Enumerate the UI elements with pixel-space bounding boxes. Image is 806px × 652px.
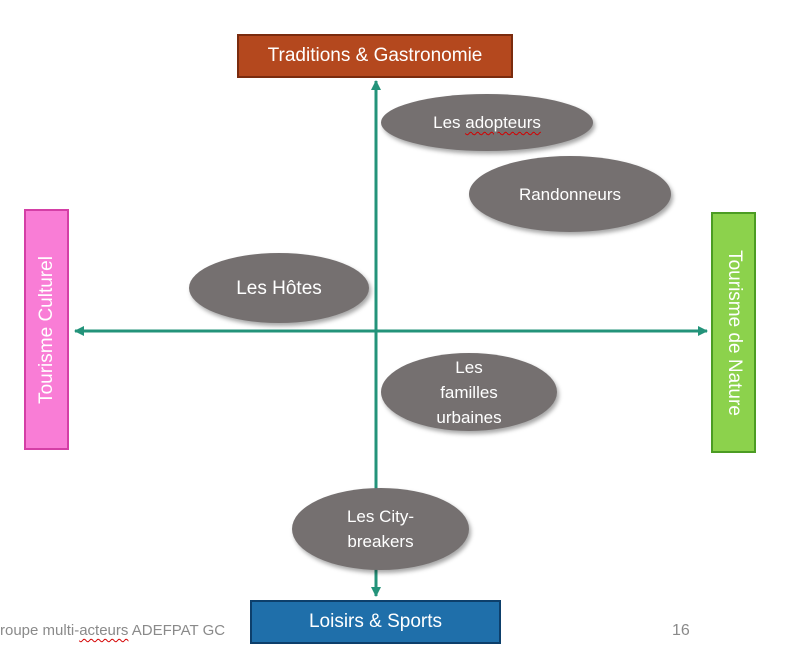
- axis-label-left-tourisme-culturel: Tourisme Culturel: [24, 209, 69, 450]
- segment-les-city-breakers-label: Les City- breakers: [346, 507, 415, 551]
- segment-randonneurs-label: Randonneurs: [518, 184, 622, 204]
- footer-text: roupe multi-acteurs ADEFPAT GC: [0, 622, 226, 639]
- axis-label-top-text: Traditions & Gastronomie: [267, 45, 483, 66]
- axis-label-right-text: Tourisme de Nature: [723, 249, 745, 416]
- page-number: 16: [672, 622, 690, 639]
- segment-les-hotes: Les Hôtes: [189, 253, 369, 323]
- axis-label-bottom-loisirs-sports: Loisirs & Sports: [250, 600, 501, 644]
- segment-les-city-breakers: Les City- breakers: [292, 488, 469, 570]
- axis-label-left-text: Tourisme Culturel: [35, 255, 57, 404]
- axis-label-right-tourisme-nature: Tourisme de Nature: [711, 212, 756, 453]
- segment-les-familles-urbaines: Les familles urbaines: [381, 353, 557, 431]
- segment-les-hotes-label: Les Hôtes: [236, 277, 322, 299]
- segment-les-adopteurs: Les adopteurs: [381, 94, 593, 151]
- segment-les-adopteurs-label: Les adopteurs: [433, 113, 541, 132]
- axis-label-bottom-text: Loisirs & Sports: [308, 611, 443, 632]
- axis-label-top-traditions-gastronomie: Traditions & Gastronomie: [237, 34, 513, 78]
- segment-les-familles-urbaines-label: Les familles urbaines: [436, 357, 502, 427]
- segment-randonneurs: Randonneurs: [469, 156, 671, 232]
